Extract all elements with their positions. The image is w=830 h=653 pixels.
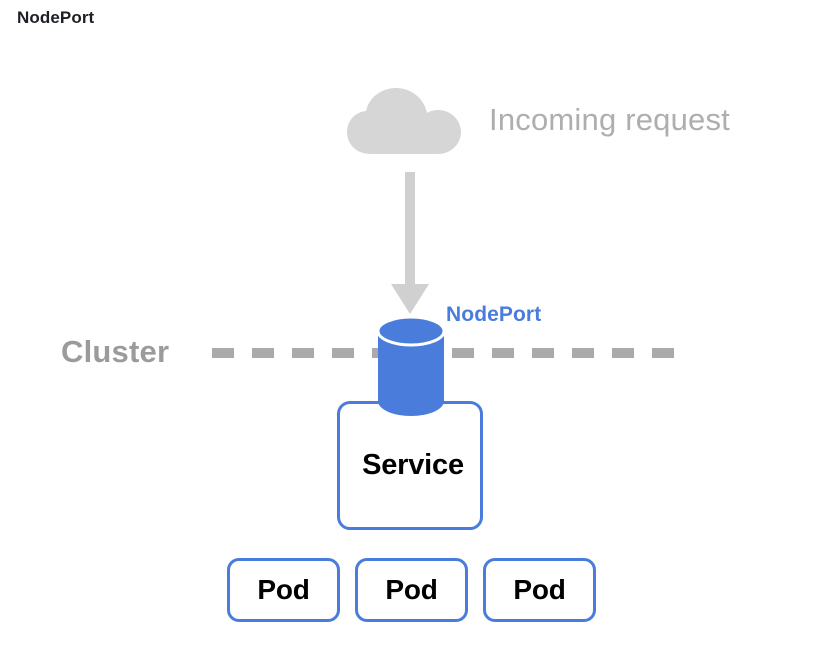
- nodeport-cylinder-icon[interactable]: [374, 314, 448, 418]
- arrow-down-icon: [386, 172, 434, 316]
- page-title: NodePort: [17, 8, 95, 27]
- service-box[interactable]: Service: [337, 401, 483, 530]
- cluster-label: Cluster: [61, 334, 170, 369]
- pod-label: Pod: [385, 574, 438, 605]
- pod-label: Pod: [513, 574, 566, 605]
- pod-box[interactable]: Pod: [483, 558, 596, 622]
- pod-box[interactable]: Pod: [355, 558, 468, 622]
- cloud-icon: [345, 86, 477, 156]
- cluster-boundary-dashed-line: [212, 348, 686, 358]
- service-label: Service: [362, 449, 464, 481]
- incoming-request-label: Incoming request: [489, 102, 730, 137]
- nodeport-label: NodePort: [446, 303, 542, 326]
- pod-label: Pod: [257, 574, 310, 605]
- pod-box[interactable]: Pod: [227, 558, 340, 622]
- pods-row: Pod Pod Pod: [227, 558, 597, 623]
